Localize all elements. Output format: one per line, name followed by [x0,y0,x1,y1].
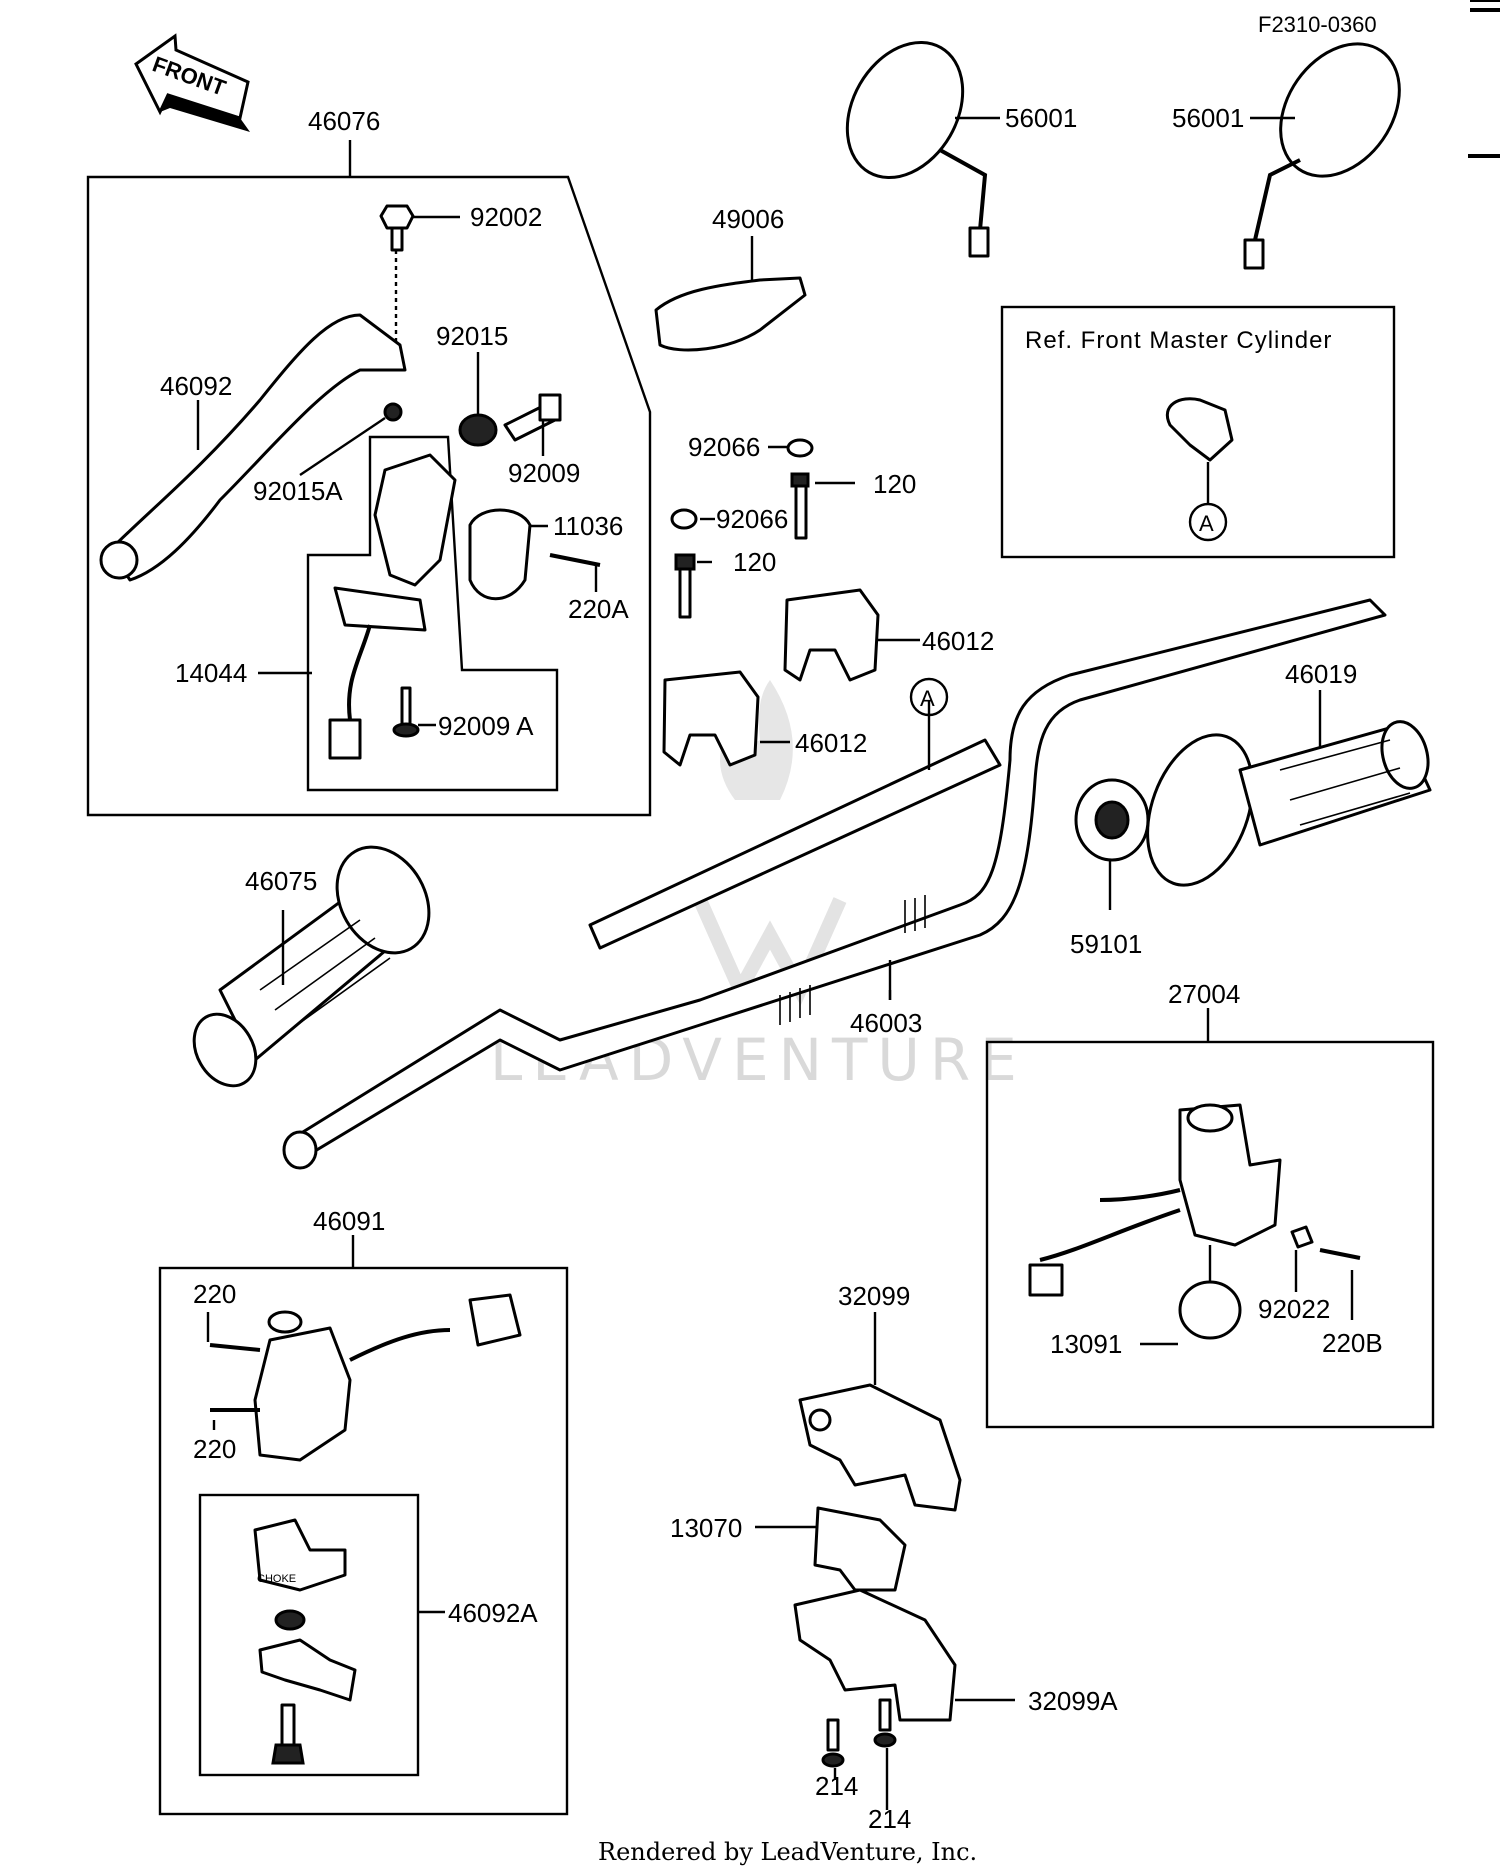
label-13070: 13070 [670,1513,742,1543]
label-220B: 220B [1322,1328,1383,1358]
label-214-left: 214 [815,1771,858,1801]
throttle-plate-icon [813,1506,907,1592]
throttle-case-lower-icon [793,1588,957,1722]
brake-switch-icon [333,586,427,632]
left-switch-housing-icon [253,1326,352,1462]
label-46091: 46091 [313,1206,385,1236]
label-92009: 92009 [508,458,580,488]
label-32099A: 32099A [1028,1686,1118,1716]
label-59101: 59101 [1070,929,1142,959]
lever-holder-icon [373,453,457,587]
label-49006: 49006 [712,204,784,234]
switch-clamp-icon [1178,1280,1242,1340]
label-46003: 46003 [850,1008,922,1038]
adjuster-nut-icon [458,413,498,447]
holder-clamp-icon [468,508,532,601]
choke-knob-icon [253,1518,347,1592]
label-220A: 220A [568,594,629,624]
clamp-icon [1165,397,1234,462]
lever-assembly-group: 46076 92002 46092 92015A 92015 92009 110… [86,106,652,817]
label-56001-left: 56001 [1005,103,1077,133]
label-92015: 92015 [436,321,508,351]
watermark-flame-icon [720,680,793,800]
label-46092A: 46092A [448,1598,538,1628]
holder-lower-icon [662,670,760,767]
lever-cover-group: 49006 [654,204,807,352]
start-switch-box [985,1040,1435,1429]
handlebar-holder-group: 46012 46012 [662,588,994,767]
label-214-right: 214 [868,1804,911,1834]
throttle-case-upper-icon [798,1383,962,1512]
label-14044: 14044 [175,658,247,688]
label-92066-mid: 92066 [716,504,788,534]
connector-icon [328,718,362,760]
switch-sub-box [306,435,559,792]
label-46012-bottom: 46012 [795,728,867,758]
left-grip-group: 46075 [192,845,431,1088]
label-46092: 46092 [160,371,232,401]
front-arrow: FRONT [134,33,250,132]
mirror-left-icon [845,40,965,180]
throttle-flange-icon [1146,733,1254,887]
throttle-case-group: 32099 13070 32099A 214 214 [670,1281,1118,1834]
label-92015A: 92015A [253,476,343,506]
switch-housing-icon [1178,1103,1282,1247]
mirror-right-group: 56001 [1172,42,1401,270]
ref-marker-bar: A [920,686,935,711]
lever-cover-icon [654,276,807,352]
lever-assembly-box [86,175,652,817]
label-120-mid: 120 [733,547,776,577]
handlebar-group: A 46003 [282,598,1387,1170]
label-46012-top: 46012 [922,626,994,656]
footer-credit: Rendered by LeadVenture, Inc. [598,1838,977,1866]
left-switch-group: 46091 220 220 CHOKE 46092A [158,1206,569,1816]
label-220-top: 220 [193,1279,236,1309]
ref-master-cylinder-box: Ref. Front Master Cylinder A [1000,305,1396,559]
choke-text: CHOKE [257,1573,296,1585]
label-11036: 11036 [553,511,623,541]
label-92022: 92022 [1258,1294,1330,1324]
bolt-icon [379,204,415,230]
label-92066-top: 92066 [688,432,760,462]
connector-icon [1028,1263,1064,1297]
choke-sub-box [198,1493,420,1777]
crossbar-icon [588,738,1002,950]
mirror-left-group: 56001 [845,40,1077,258]
label-27004: 27004 [1168,979,1240,1009]
watermark: LEADVENTURE [490,680,1017,1094]
label-56001-right: 56001 [1172,103,1244,133]
label-120-top: 120 [873,469,916,499]
label-220-bottom: 220 [193,1434,236,1464]
label-46075: 46075 [245,866,317,896]
ref-box-title: Ref. Front Master Cylinder [1025,327,1332,354]
left-switch-box [158,1266,569,1816]
label-46076: 46076 [308,106,380,136]
start-switch-group: 27004 13091 92022 220B [985,979,1435,1429]
label-32099: 32099 [838,1281,910,1311]
right-grip-group: 46019 59101 [1070,659,1432,959]
connector-icon [468,1293,522,1347]
drawing-code: F2310-0360 [1258,12,1377,37]
label-92002: 92002 [470,202,542,232]
handlebar-icon [288,598,1387,1162]
label-13091: 13091 [1050,1329,1122,1359]
label-92009A: 92009 A [438,711,534,741]
holder-upper-icon [783,588,880,682]
brake-lever-icon [108,313,407,582]
plug-bolt-group: 92066 120 92066 120 [670,432,916,619]
ref-marker-box: A [1199,511,1214,536]
mirror-right-icon [1279,42,1401,178]
label-46019: 46019 [1285,659,1357,689]
choke-lever-icon [258,1638,357,1702]
